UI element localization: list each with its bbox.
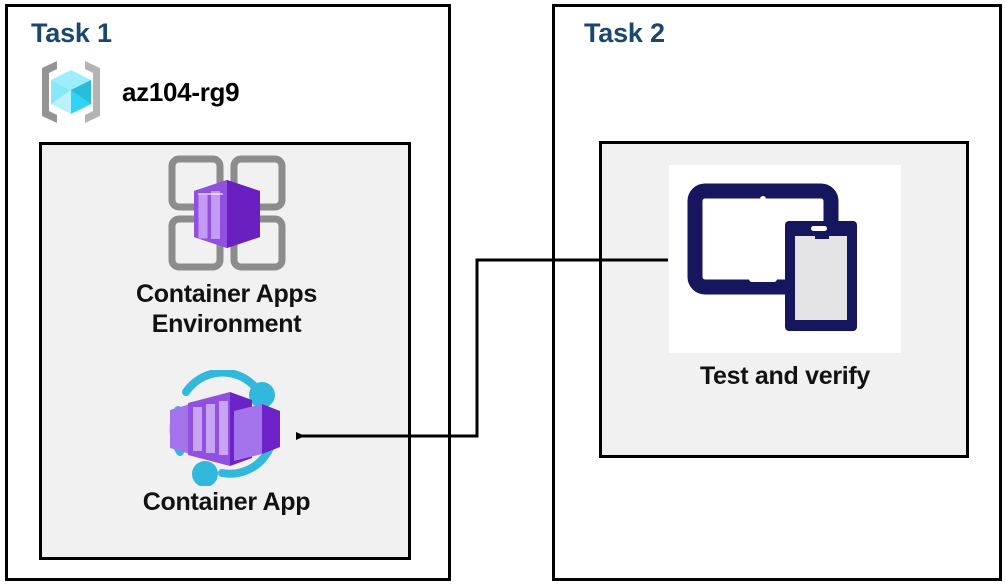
container-apps-environment-caption: Container Apps Environment [136, 280, 317, 338]
devices-image-plate [669, 165, 901, 353]
test-and-verify-caption: Test and verify [699, 362, 871, 390]
resource-group-label: az104-rg9 [122, 76, 240, 107]
node-container-apps-environment: Container Apps Environment [99, 152, 354, 339]
devices-icon [687, 179, 883, 339]
task-2-title: Task 2 [584, 18, 665, 48]
container-app-caption: Container App [142, 488, 311, 516]
task-1-title: Task 1 [31, 18, 112, 48]
resource-group-row: az104-rg9 [36, 58, 240, 126]
container-apps-environment-icon [164, 152, 290, 280]
resource-group-icon [36, 58, 106, 126]
container-app-icon [152, 370, 302, 488]
node-test-and-verify: Test and verify [640, 165, 930, 392]
node-container-app: Container App [99, 370, 354, 518]
